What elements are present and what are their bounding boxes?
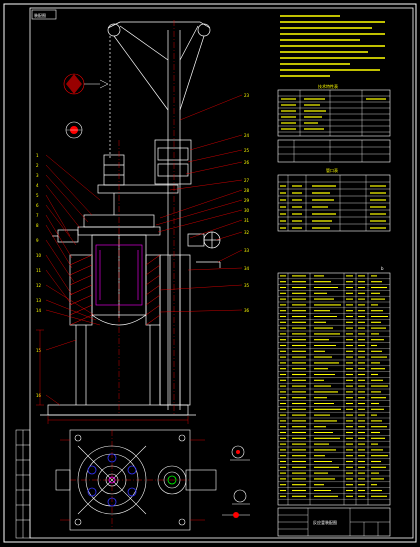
detail-agitator <box>63 73 109 95</box>
callout-28: 28 <box>244 188 250 193</box>
callout-12: 12 <box>36 283 42 288</box>
callout-numbers-right: 23 24 25 26 27 28 29 30 31 32 33 34 35 3… <box>244 93 250 313</box>
callout-25: 25 <box>244 148 250 153</box>
jacket-hatching <box>69 254 161 326</box>
callout-1: 1 <box>36 153 39 158</box>
callout-14: 14 <box>36 308 42 313</box>
plan-view-red-dims <box>60 439 205 521</box>
callout-26: 26 <box>244 160 250 165</box>
title-stamp: 装配图 <box>31 9 57 20</box>
leader-lines <box>45 94 243 406</box>
callout-31: 31 <box>244 218 250 223</box>
callout-10: 10 <box>36 253 42 258</box>
callout-7: 7 <box>36 213 39 218</box>
callout-23: 23 <box>244 93 250 98</box>
callout-numbers-left: 1 2 3 4 5 6 7 8 9 10 11 12 13 14 15 16 <box>36 153 42 398</box>
nozzle-table: 管口表 <box>277 167 391 232</box>
inner-border <box>29 7 414 539</box>
callout-16: 16 <box>36 393 42 398</box>
tech-table-title: 技术特性表 <box>318 83 338 89</box>
callout-9: 9 <box>36 238 39 243</box>
outer-border <box>3 3 417 543</box>
callout-30: 30 <box>244 208 250 213</box>
tech-table: 技术特性表 <box>277 83 391 163</box>
callout-11: 11 <box>36 268 42 273</box>
title-block: 反应釜装配图 <box>277 507 391 537</box>
callout-35: 35 <box>244 283 250 288</box>
callout-27: 27 <box>244 178 250 183</box>
callout-15: 15 <box>36 348 42 353</box>
elevation-dims <box>36 329 189 424</box>
detail-lock <box>222 445 250 518</box>
center-lines <box>118 20 175 415</box>
title-block-label: 反应釜装配图 <box>313 519 337 525</box>
callout-5: 5 <box>36 193 39 198</box>
callout-6: 6 <box>36 203 39 208</box>
parts-list-header-mark: b <box>381 266 384 271</box>
binding-margin <box>15 429 31 539</box>
callout-2: 2 <box>36 163 39 168</box>
callout-3: 3 <box>36 173 39 178</box>
plan-view-accents <box>87 453 177 507</box>
callout-34: 34 <box>244 266 250 271</box>
detail-flange <box>65 121 83 139</box>
callout-36: 36 <box>244 308 250 313</box>
elevation-view <box>40 21 221 416</box>
plan-view <box>55 429 217 531</box>
parts-list: b <box>277 266 391 506</box>
callout-32: 32 <box>244 230 250 235</box>
callout-8: 8 <box>36 223 39 228</box>
callout-33: 33 <box>244 248 250 253</box>
callout-13: 13 <box>36 298 42 303</box>
tech-requirements <box>280 15 385 77</box>
callout-4: 4 <box>36 183 39 188</box>
nozzle-table-title: 管口表 <box>326 167 338 173</box>
callout-24: 24 <box>244 133 250 138</box>
title-stamp-label: 装配图 <box>34 12 46 18</box>
callout-29: 29 <box>244 198 250 203</box>
